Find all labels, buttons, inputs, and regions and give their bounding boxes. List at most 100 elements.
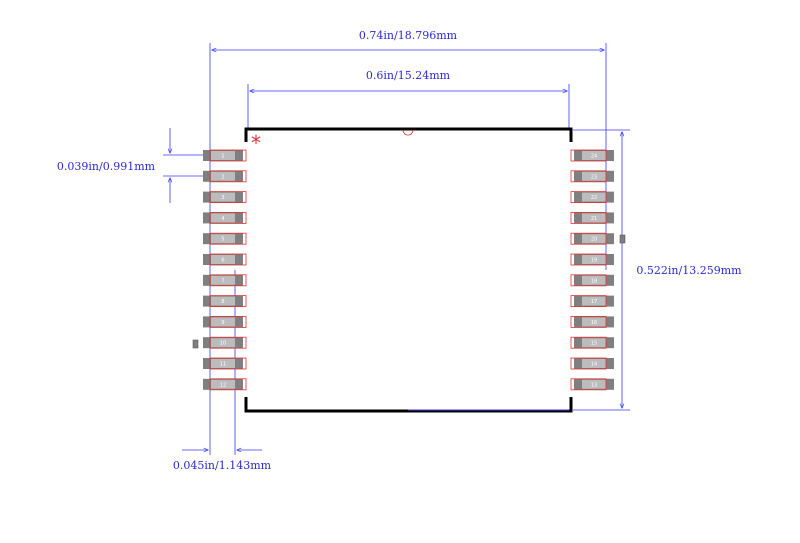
pin-lead-outline (209, 357, 247, 370)
pin-pad-highlight (211, 317, 235, 327)
pin-lead-outline (570, 378, 607, 391)
pin-number: 21 (591, 216, 597, 222)
pin1-marker: * (251, 131, 261, 155)
pin-number: 17 (591, 299, 597, 305)
pin-lead-outline (570, 295, 607, 308)
pin-pad-highlight (582, 338, 606, 348)
pin-number: 13 (591, 382, 597, 388)
right-pin: 24 (570, 149, 614, 162)
body-height-dimension: 0.522in/13.259mm (573, 129, 742, 411)
pin-number: 9 (221, 320, 224, 326)
pin-number: 1 (221, 154, 224, 160)
pin-number: 16 (591, 320, 597, 326)
left-pin: 5 (203, 232, 247, 245)
pin-pad-highlight (582, 379, 606, 389)
pin-pad-highlight (582, 296, 606, 306)
pin-pad-highlight (211, 234, 235, 244)
left-orientation-mark (192, 339, 199, 349)
pin-lead-outline (209, 378, 247, 391)
left-pin: 3 (203, 191, 247, 204)
pin-lead-outline (570, 336, 607, 349)
pin-lead-outline (209, 274, 247, 287)
package-body: * (244, 127, 573, 413)
pin-lead-outline (570, 191, 607, 204)
pin-lead-outline (570, 170, 607, 183)
pin-pad-highlight (211, 151, 235, 160)
pin-pad-highlight (582, 275, 606, 285)
pin-number: 4 (221, 216, 224, 222)
pin-number: 19 (591, 258, 597, 264)
pin-pad-highlight (582, 234, 606, 244)
pin-lead-outline (570, 253, 607, 266)
pin-lead-outline (570, 315, 607, 328)
pin-pad-highlight (582, 171, 606, 181)
pin-lead-outline (570, 232, 607, 245)
pin-pad-highlight (211, 255, 235, 264)
pin-lead-outline (570, 149, 607, 162)
pin-number: 7 (221, 278, 224, 284)
right-pin: 15 (570, 336, 614, 349)
left-pin: 12 (203, 378, 247, 391)
pin-pad-highlight (582, 359, 606, 368)
right-pin: 16 (570, 315, 614, 328)
right-pin: 23 (570, 170, 614, 183)
right-pin: 21 (570, 211, 614, 224)
pin-pad-highlight (211, 192, 235, 202)
pin-lead-outline (209, 149, 247, 162)
body-width-label: 0.6in/15.24mm (366, 69, 451, 82)
pin-pad-highlight (582, 255, 606, 264)
pin-number: 18 (591, 278, 597, 284)
lead-length-label: 0.045in/1.143mm (173, 459, 272, 472)
pin-pad-highlight (582, 213, 606, 223)
pin-number: 20 (591, 237, 597, 243)
left-pin: 1 (203, 149, 247, 162)
pitch-dimension: 0.039in/0.991mm (57, 128, 222, 203)
right-pin: 22 (570, 191, 614, 204)
pin-number: 5 (221, 237, 224, 243)
pin-lead-outline (570, 211, 607, 224)
pin-number: 2 (221, 174, 224, 180)
right-pin: 14 (570, 357, 614, 370)
pin-pad-highlight (211, 171, 235, 181)
pin-lead-outline (209, 211, 247, 224)
pin-lead-outline (209, 295, 247, 308)
right-orientation-mark (619, 234, 626, 244)
body-height-label: 0.522in/13.259mm (636, 264, 742, 277)
pin-lead-outline (209, 170, 247, 183)
pin-pad-highlight (211, 213, 235, 223)
pin-number: 3 (221, 195, 224, 201)
pin-number: 23 (591, 174, 597, 180)
body-width-dimension: 0.6in/15.24mm (247, 69, 570, 128)
pin-pad-highlight (211, 275, 235, 285)
pin-number: 10 (220, 341, 226, 347)
pin-number: 14 (591, 362, 597, 368)
pin-number: 8 (221, 299, 224, 305)
pin-pad-highlight (211, 338, 235, 348)
pin-lead-outline (209, 191, 247, 204)
left-pin: 4 (203, 211, 247, 224)
right-pin: 13 (570, 378, 614, 391)
pin-number: 6 (221, 258, 224, 264)
pin-lead-outline (209, 336, 247, 349)
pin-pad-highlight (582, 317, 606, 327)
pin-pad-highlight (582, 192, 606, 202)
pin-number: 22 (591, 195, 597, 201)
pin-lead-outline (209, 315, 247, 328)
left-pin: 6 (203, 253, 247, 266)
pin-pad-highlight (582, 151, 606, 160)
pin-lead-outline (209, 253, 247, 266)
pin-number: 24 (591, 154, 597, 160)
overall-width-label: 0.74in/18.796mm (359, 29, 458, 42)
left-pin: 10 (203, 336, 247, 349)
pin-number: 11 (220, 362, 226, 368)
pin-lead-outline (570, 274, 607, 287)
left-pin: 9 (203, 315, 247, 328)
right-pin: 17 (570, 295, 614, 308)
left-pin: 2 (203, 170, 247, 183)
left-pin: 8 (203, 295, 247, 308)
pitch-label: 0.039in/0.991mm (57, 160, 156, 173)
overall-width-dimension: 0.74in/18.796mm (209, 29, 607, 455)
pin-number: 12 (220, 382, 226, 388)
